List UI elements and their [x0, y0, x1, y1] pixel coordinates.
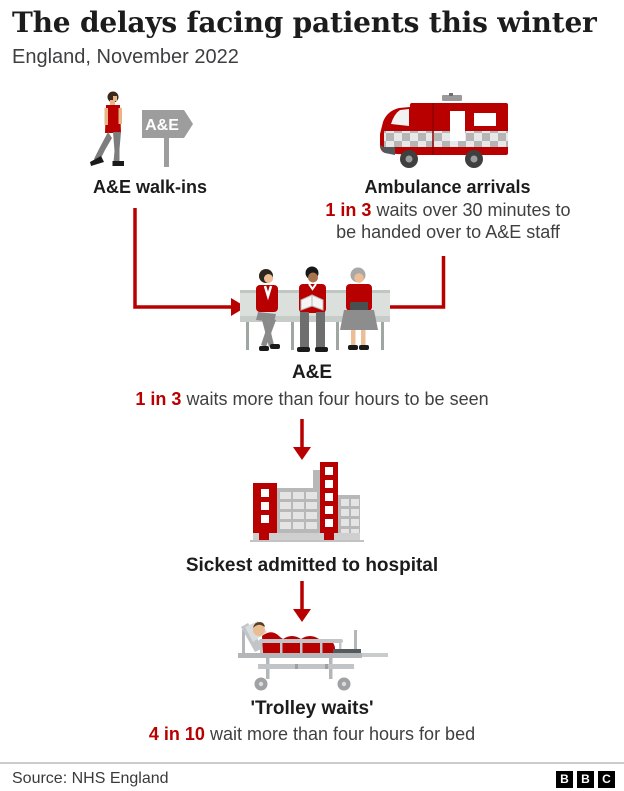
seated-man-reading [297, 266, 328, 352]
page-title: The delays facing patients this winter [12, 6, 597, 39]
ambulance-stat-value: 1 in 3 [325, 200, 372, 220]
source-text: Source: NHS England [12, 770, 169, 787]
walking-person [90, 91, 124, 166]
hospital-icon [250, 462, 364, 542]
page-subtitle: England, November 2022 [12, 46, 239, 68]
arrow-walkins-to-ae-icon [133, 208, 246, 316]
footer-divider [0, 762, 624, 764]
arrow-ae-to-hospital-icon [293, 419, 311, 460]
ae-label: A&E [291, 362, 333, 383]
hospital-label: Sickest admitted to hospital [185, 555, 439, 576]
walk-in-person-icon: A&E [90, 91, 193, 167]
trolley-stat-value: 4 in 10 [148, 724, 205, 744]
ae-signpost-icon: A&E [142, 110, 193, 167]
ae-sign-text: A&E [145, 117, 179, 134]
trolley-label: 'Trolley waits' [250, 698, 374, 719]
trolley-icon [238, 621, 388, 691]
ambulance-stat: 1 in 3 waits over 30 minutes to be hande… [287, 199, 609, 243]
bbc-logo: B B C [552, 771, 615, 788]
ae-stat: 1 in 3 waits more than four hours to be … [0, 388, 624, 410]
bbc-logo-letter: B [577, 771, 594, 788]
ambulance-icon [380, 93, 508, 168]
seated-woman-right [340, 267, 378, 350]
seated-woman-left [256, 269, 280, 351]
arrow-hospital-to-trolley-icon [293, 581, 311, 622]
ambulance-stat-line1: waits over 30 minutes to [376, 200, 571, 220]
ambulance-label: Ambulance arrivals [364, 177, 531, 197]
bbc-logo-letter: B [556, 771, 573, 788]
walkins-label: A&E walk-ins [92, 177, 208, 197]
ambulance-stat-line2: be handed over to A&E staff [336, 222, 560, 242]
trolley-stat: 4 in 10 wait more than four hours for be… [0, 723, 624, 745]
ae-stat-value: 1 in 3 [135, 389, 182, 409]
trolley-stat-text: wait more than four hours for bed [209, 724, 476, 744]
ae-stat-text: waits more than four hours to be seen [186, 389, 489, 409]
waiting-room-icon [240, 266, 390, 352]
bbc-logo-letter: C [598, 771, 615, 788]
